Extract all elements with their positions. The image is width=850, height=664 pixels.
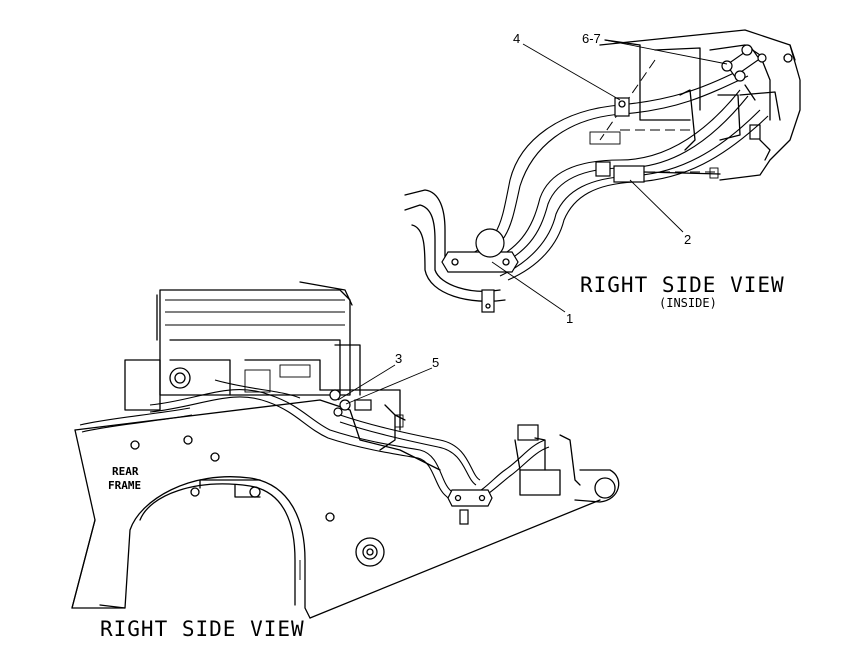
callout-2: 2	[684, 232, 691, 247]
lower-view-title: RIGHT SIDE VIEW	[100, 617, 305, 641]
leader-5	[345, 367, 433, 405]
upper-view-title: RIGHT SIDE VIEW	[580, 273, 785, 297]
rear-frame-label-line2: FRAME	[108, 479, 141, 492]
leader-6-7	[604, 39, 728, 65]
leader-4	[522, 43, 621, 101]
upper-inset-drawing	[404, 29, 801, 313]
leader-1	[491, 261, 566, 313]
rear-frame-label-line1: REAR	[112, 465, 139, 478]
leader-3	[337, 364, 396, 401]
callout-1: 1	[566, 311, 573, 326]
callout-5: 5	[432, 355, 439, 370]
labels: 4 6-7 2 1 3 5 RIGHT SIDE VIEW (INSIDE) R…	[100, 31, 785, 641]
leader-lines	[337, 39, 728, 405]
upper-view-subtitle: (INSIDE)	[659, 296, 717, 310]
lower-main-drawing	[71, 281, 620, 619]
leader-2	[629, 179, 684, 233]
callout-3: 3	[395, 351, 402, 366]
callout-6-7: 6-7	[582, 31, 601, 46]
callout-4: 4	[513, 31, 520, 46]
